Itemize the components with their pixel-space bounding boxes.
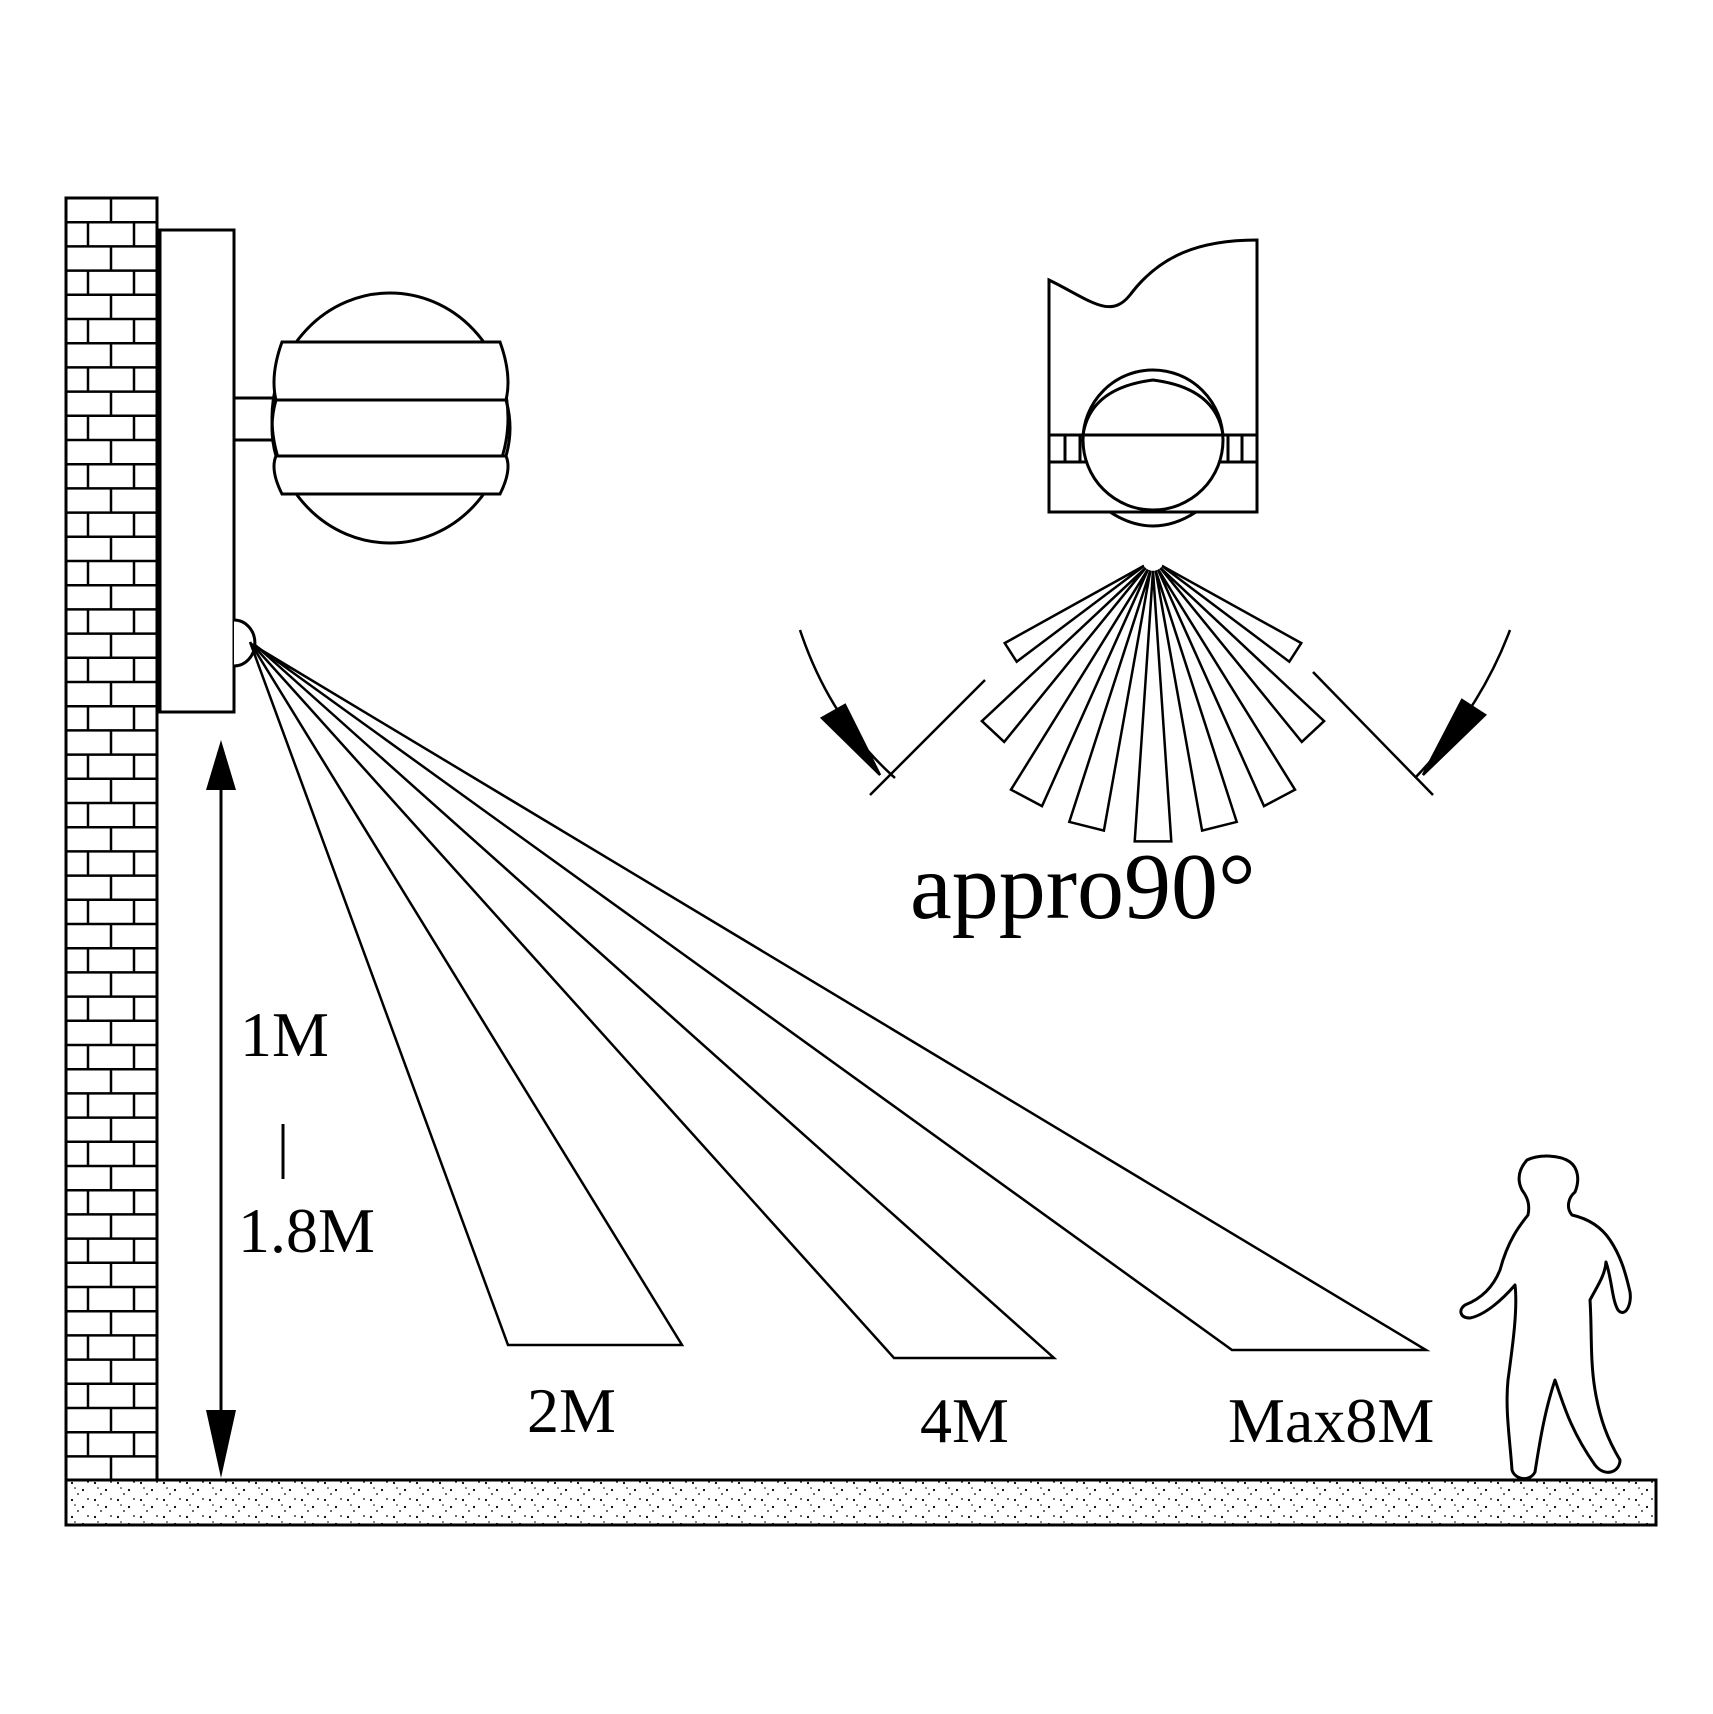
globe-lamp-icon bbox=[232, 291, 512, 545]
pir-sensor-icon bbox=[233, 618, 257, 668]
fan-zone-1 bbox=[1002, 564, 1145, 664]
ground bbox=[64, 1478, 1658, 1527]
brick-wall-icon bbox=[64, 196, 159, 1482]
fan-zone-9 bbox=[1161, 564, 1304, 664]
top-view-detection-zones bbox=[980, 564, 1326, 843]
height-dimension-arrow bbox=[206, 740, 236, 1478]
range-4m-label: 4M bbox=[920, 1385, 1009, 1456]
side-beam-2 bbox=[251, 643, 1058, 1360]
angle-label: appro90° bbox=[910, 835, 1256, 939]
side-beam-1 bbox=[248, 641, 685, 1347]
range-max-label: Max8M bbox=[1228, 1385, 1434, 1456]
wall-mount-plate bbox=[158, 228, 236, 714]
angle-indicator bbox=[798, 629, 1512, 796]
fan-zone-6 bbox=[1154, 569, 1239, 833]
walking-person-icon bbox=[1459, 1154, 1632, 1480]
height-min-label: 1M bbox=[240, 999, 329, 1070]
side-detection-beams bbox=[248, 641, 1431, 1360]
top-view-sensor-housing bbox=[1047, 238, 1259, 528]
fan-zone-7 bbox=[1156, 568, 1297, 808]
fan-zone-5 bbox=[1133, 570, 1173, 843]
fan-zone-2 bbox=[980, 566, 1147, 744]
fan-zone-8 bbox=[1159, 566, 1326, 744]
range-2m-label: 2M bbox=[527, 1375, 616, 1446]
side-beam-3 bbox=[255, 644, 1431, 1352]
fan-zone-4 bbox=[1067, 569, 1152, 833]
fan-zone-3 bbox=[1009, 568, 1150, 808]
height-separator-label: | bbox=[277, 1113, 289, 1179]
height-max-label: 1.8M bbox=[238, 1195, 375, 1266]
